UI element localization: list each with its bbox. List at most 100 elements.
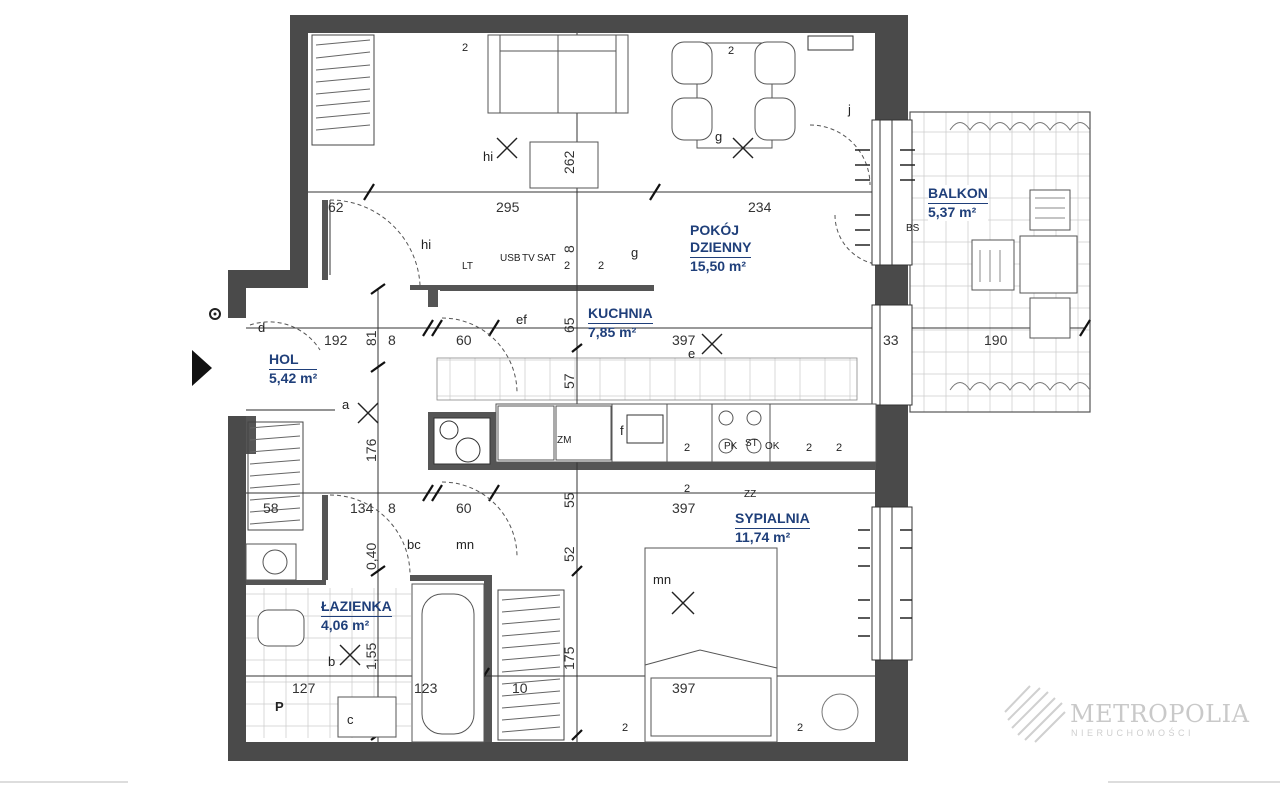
socket-count: 2	[462, 42, 469, 54]
room-name: ŁAZIENKA	[321, 598, 392, 617]
room-area: 5,37 m²	[928, 204, 977, 220]
symbol-tag: mn	[456, 537, 475, 552]
socket-tag: ST	[745, 438, 758, 449]
dining-set	[671, 41, 796, 149]
window-arrows	[855, 149, 915, 637]
socket-count: 2	[728, 45, 735, 57]
outer-walls	[228, 15, 908, 761]
dimension-label: 134	[350, 500, 374, 516]
socket-tag: ZZ	[744, 489, 757, 500]
socket-tag: PK	[724, 441, 738, 452]
dimension-label: 10	[512, 680, 528, 696]
room-label-bathroom: ŁAZIENKA 4,06 m²	[321, 598, 392, 634]
dimension-label: 81	[363, 330, 379, 346]
dimension-label: 123	[414, 680, 438, 696]
symbol-tag: e	[688, 346, 696, 361]
kitchen-counter	[495, 403, 877, 463]
symbol-tag: a	[342, 397, 350, 412]
dimension-label: 8	[561, 245, 577, 253]
plants	[821, 122, 1091, 731]
logo-subtitle: NIERUCHOMOŚCI	[1071, 728, 1195, 738]
socket-tag: USB	[500, 253, 521, 264]
room-name: KUCHNIA	[588, 305, 653, 324]
dimension-label: 397	[672, 500, 696, 516]
symbol-tag: P	[275, 699, 284, 714]
dimension-label: 295	[496, 199, 520, 215]
room-label-hall: HOL 5,42 m²	[269, 351, 318, 387]
socket-count: 2	[684, 442, 691, 454]
socket-tag: OK	[765, 441, 780, 452]
dimension-label: 60	[456, 332, 472, 348]
symbol-tag: d	[258, 320, 266, 335]
symbol-tag: ef	[516, 312, 527, 327]
logo-name: METROPOLIA	[1070, 700, 1250, 728]
symbol-tag: b	[328, 654, 336, 669]
radiator-living	[807, 35, 854, 51]
dimension-label: 55	[561, 492, 577, 508]
room-name: HOL	[269, 351, 318, 370]
dimension-label: 397	[672, 332, 696, 348]
bed	[644, 547, 778, 743]
socket-count: 2	[598, 260, 605, 272]
symbol-tag: c	[347, 712, 354, 727]
socket-count: 2	[836, 442, 843, 454]
socket-tag: LT	[462, 261, 473, 272]
dimension-label: 190	[984, 332, 1008, 348]
dimension-label: 65	[561, 317, 577, 333]
dimension-label: 127	[292, 680, 316, 696]
sofa	[487, 34, 629, 114]
room-name: SYPIALNIA	[735, 510, 810, 529]
symbol-tag: hi	[421, 237, 432, 252]
socket-count: 2	[797, 722, 804, 734]
dimension-label: 175	[561, 646, 577, 670]
toilet	[257, 609, 305, 647]
room-area: 15,50 m²	[690, 258, 747, 274]
socket-tag: SAT	[537, 253, 556, 264]
room-area: 4,06 m²	[321, 617, 370, 633]
dimension-label: 234	[748, 199, 772, 215]
dimension-label: 8	[388, 332, 396, 348]
dimension-label: 0,40	[363, 542, 379, 570]
symbol-tag: j	[848, 102, 851, 117]
room-area: 5,42 m²	[269, 370, 318, 386]
coffee-table	[529, 141, 599, 189]
logo-mark	[1004, 685, 1066, 743]
symbol-tag: hi	[483, 149, 494, 164]
wardrobe-bedroom	[497, 589, 565, 741]
dimension-label: 397	[672, 680, 696, 696]
socket-count: 2	[684, 483, 691, 495]
washing-machine	[245, 543, 297, 581]
doorbell	[209, 308, 221, 320]
room-area: 11,74 m²	[735, 529, 791, 545]
room-label-balcony: BALKON 5,37 m²	[928, 185, 988, 221]
socket-tag: TV	[522, 253, 535, 264]
dimension-label: 1,55	[363, 642, 379, 670]
socket-tag: ZM	[557, 435, 572, 446]
dimension-label: 262	[561, 150, 577, 174]
symbol-tag: f	[620, 423, 624, 438]
symbol-tag: g	[715, 129, 723, 144]
room-label-kitchen: KUCHNIA 7,85 m²	[588, 305, 653, 341]
wardrobe-living	[311, 34, 375, 146]
room-label-living: POKÓJ DZIENNY 15,50 m²	[690, 222, 752, 275]
doors	[249, 124, 886, 576]
entrance-arrow	[192, 350, 212, 386]
balcony-furniture	[971, 189, 1078, 339]
room-name: BALKON	[928, 185, 988, 204]
symbol-tag: g	[631, 245, 639, 260]
socket-count: 2	[564, 260, 571, 272]
room-area: 7,85 m²	[588, 324, 637, 340]
dimension-label: 33	[883, 332, 899, 348]
dimension-label: 60	[456, 500, 472, 516]
dimension-label: 192	[324, 332, 348, 348]
room-name-2: DZIENNY	[690, 239, 752, 258]
sink	[337, 696, 397, 738]
kitchen-tiles	[436, 357, 858, 401]
room-name: POKÓJ	[690, 222, 740, 238]
dimension-label: 62	[328, 199, 344, 215]
dimension-label: 58	[263, 500, 279, 516]
symbol-tag: mn	[653, 572, 672, 587]
socket-tag: BS	[906, 223, 920, 234]
socket-count: 2	[806, 442, 813, 454]
